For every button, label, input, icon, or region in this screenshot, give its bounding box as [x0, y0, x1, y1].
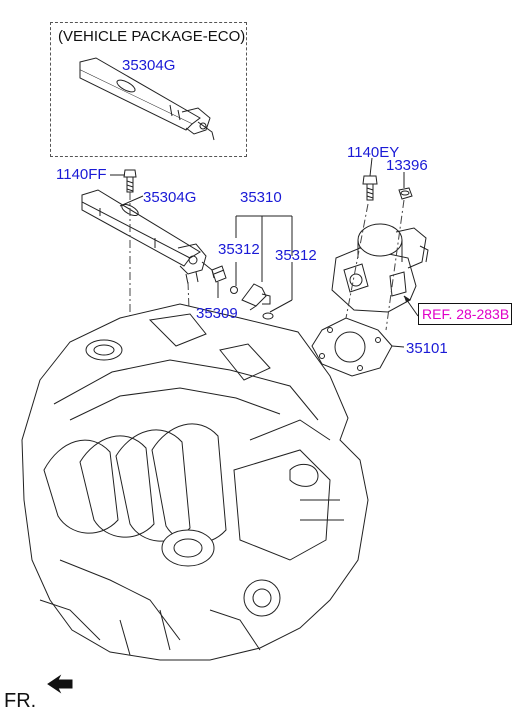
part-number-35310[interactable]: 35310	[240, 189, 282, 206]
bolt-1140ff-drawing	[123, 169, 137, 193]
part-number-35101[interactable]: 35101	[406, 340, 448, 357]
vehicle-package-box	[50, 22, 247, 157]
leader-lines	[110, 157, 419, 348]
engine-block-drawing	[21, 303, 369, 661]
part-number-1140ff[interactable]: 1140FF	[56, 166, 107, 183]
gasket-drawing	[311, 317, 393, 377]
injector-drawing	[230, 283, 274, 320]
part-number-35304g-eco[interactable]: 35304G	[122, 57, 176, 74]
reference-link[interactable]: REF. 28-283B	[422, 306, 510, 322]
part-number-35304g[interactable]: 35304G	[143, 189, 197, 206]
throttle-body-drawing	[331, 223, 429, 313]
reference-box	[418, 303, 512, 325]
fuel-rail-main-drawing	[81, 189, 215, 285]
part-number-13396[interactable]: 13396	[386, 157, 428, 174]
clip-35309-drawing	[211, 265, 227, 283]
part-number-35309[interactable]: 35309	[196, 305, 238, 322]
vehicle-package-title: (VEHICLE PACKAGE-ECO)	[58, 28, 246, 45]
fuel-rail-eco-drawing	[79, 57, 215, 141]
fasteners-drawing	[362, 175, 413, 201]
part-number-35312-right[interactable]: 35312	[275, 247, 317, 264]
part-number-35312-left[interactable]: 35312	[218, 241, 260, 258]
part-number-1140ey[interactable]: 1140EY	[347, 144, 400, 161]
front-direction-label: FR.	[4, 690, 37, 712]
front-arrow-icon	[47, 674, 73, 694]
